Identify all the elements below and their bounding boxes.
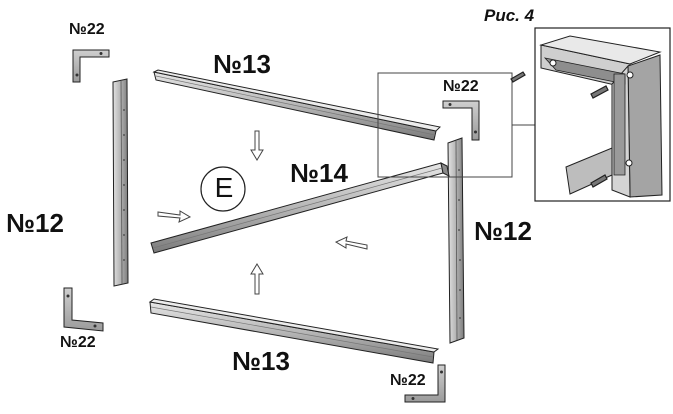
label-bracket-bottom-left: №22 xyxy=(60,334,96,351)
arrow-up-icon xyxy=(250,263,264,295)
label-rail-top: №13 xyxy=(213,49,271,79)
arrow-right-icon xyxy=(157,210,192,223)
bracket-bottom-right xyxy=(404,364,446,403)
bracket-top-left xyxy=(72,49,110,83)
diagonal-brace xyxy=(150,162,450,254)
detail-inset xyxy=(510,27,671,202)
label-bracket-top-left: №22 xyxy=(69,21,105,38)
rail-bottom xyxy=(148,298,440,364)
bracket-bottom-left xyxy=(63,287,104,332)
figure-caption: Рис. 4 xyxy=(484,6,535,25)
label-rail-bottom: №13 xyxy=(232,346,290,376)
bracket-inset xyxy=(442,100,480,141)
detail-highlight-box xyxy=(377,72,535,178)
label-bracket-inset: №22 xyxy=(443,78,479,95)
assembly-arrows xyxy=(157,130,368,295)
arrow-left-icon xyxy=(334,236,368,250)
label-post-left: №12 xyxy=(6,208,64,238)
marker-circle xyxy=(200,166,246,212)
label-bracket-bottom-right: №22 xyxy=(390,372,426,389)
arrow-down-icon xyxy=(250,130,264,161)
label-post-right: №12 xyxy=(474,216,532,246)
post-right xyxy=(447,137,465,344)
rail-top xyxy=(152,69,442,141)
post-left xyxy=(112,78,129,287)
marker-letter: E xyxy=(214,172,234,203)
label-diagonal: №14 xyxy=(290,158,348,188)
